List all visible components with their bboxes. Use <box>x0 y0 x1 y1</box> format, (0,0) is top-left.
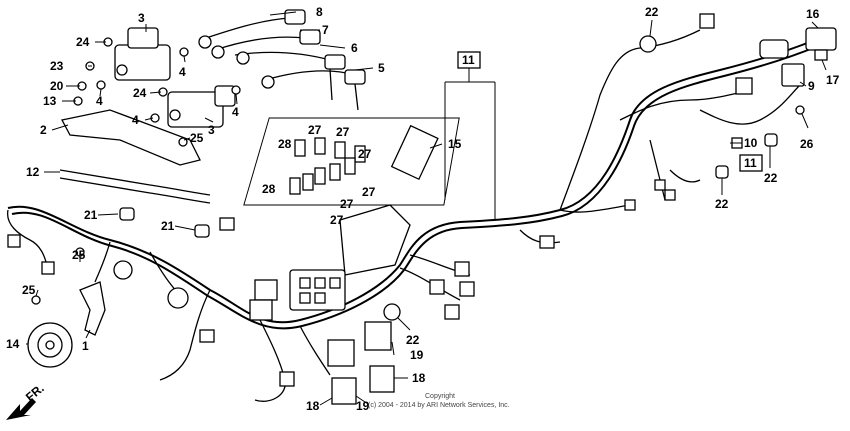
callout-25-upper: 25 <box>190 131 204 145</box>
callout-22-right: 22 <box>764 171 778 185</box>
callout-28-lower: 28 <box>262 182 276 196</box>
callout-6: 6 <box>351 41 358 55</box>
callout-27-f: 27 <box>330 213 344 227</box>
callout-5: 5 <box>378 61 385 75</box>
copyright-line-1: Copyright <box>425 393 455 400</box>
callout-20: 20 <box>50 79 64 93</box>
ignition-coil-upper <box>114 27 171 81</box>
callout-8: 8 <box>316 5 323 19</box>
callout-4-d: 4 <box>132 113 139 127</box>
spark-plug-leads <box>198 9 366 111</box>
callout-22-lower-right: 22 <box>715 197 729 211</box>
callout-4-b: 4 <box>96 94 103 108</box>
callout-19-upper: 19 <box>410 348 424 362</box>
callout-3-upper: 3 <box>138 11 145 25</box>
callout-12: 12 <box>26 165 40 179</box>
callout-24-lower: 24 <box>133 86 147 100</box>
callout-25-middle: 25 <box>72 248 86 262</box>
callout-13: 13 <box>43 94 57 108</box>
callout-18-left: 18 <box>306 399 320 413</box>
callout-4-a: 4 <box>179 65 186 79</box>
ignition-coil-lower <box>167 85 236 128</box>
callout-27-c: 27 <box>358 147 372 161</box>
callout-25-lower: 25 <box>22 283 36 297</box>
callout-11-top: 11 <box>462 53 475 67</box>
callout-14: 14 <box>6 337 20 351</box>
callout-17: 17 <box>826 73 840 87</box>
copyright-notice: Copyright (c) 2004 - 2014 by ARI Network… <box>368 393 510 409</box>
callout-28-upper: 28 <box>278 137 292 151</box>
callout-21-left: 21 <box>84 208 98 222</box>
coil-bracket <box>61 109 201 166</box>
callout-3-lower: 3 <box>208 123 215 137</box>
callout-15: 15 <box>448 137 462 151</box>
part-11-marker-top <box>444 51 496 220</box>
callout-11-right: 11 <box>744 156 757 170</box>
front-direction-label: FR. <box>23 381 47 404</box>
part-11-marker-right <box>739 154 763 172</box>
relays <box>249 279 395 405</box>
callout-21-right: 21 <box>161 219 175 233</box>
harness-clamps <box>113 35 778 321</box>
front-direction-indicator: FR. <box>6 381 47 420</box>
callout-16: 16 <box>806 7 820 21</box>
callout-22-top: 22 <box>645 5 659 19</box>
callout-leaders <box>26 11 827 406</box>
copyright-line-2: (c) 2004 - 2014 by ARI Network Services,… <box>368 402 510 409</box>
callout-10: 10 <box>744 136 758 150</box>
callout-26: 26 <box>800 137 814 151</box>
callout-18-right: 18 <box>412 371 426 385</box>
callout-9: 9 <box>808 79 815 93</box>
callout-7: 7 <box>322 23 329 37</box>
bolts-and-nuts <box>31 37 805 305</box>
regulator-rectifier <box>699 13 837 95</box>
callout-2: 2 <box>40 123 47 137</box>
callout-27-a: 27 <box>308 123 322 137</box>
callout-24-upper: 24 <box>76 35 90 49</box>
callout-27-d: 27 <box>362 185 376 199</box>
front-arrow-icon <box>6 398 36 420</box>
callout-19-lower: 19 <box>356 399 370 413</box>
callout-22-center: 22 <box>406 333 420 347</box>
callout-1: 1 <box>82 339 89 353</box>
callout-4-c: 4 <box>232 105 239 119</box>
horn <box>27 281 106 368</box>
fuse-group-outline <box>243 117 460 206</box>
callout-27-b: 27 <box>336 125 350 139</box>
callout-labels: 3 24 4 23 4 20 13 24 4 2 4 3 25 8 7 6 5 … <box>6 5 840 413</box>
callout-23: 23 <box>50 59 64 73</box>
callout-27-e: 27 <box>340 197 354 211</box>
connectors <box>7 179 676 387</box>
fuse-box <box>289 204 411 311</box>
